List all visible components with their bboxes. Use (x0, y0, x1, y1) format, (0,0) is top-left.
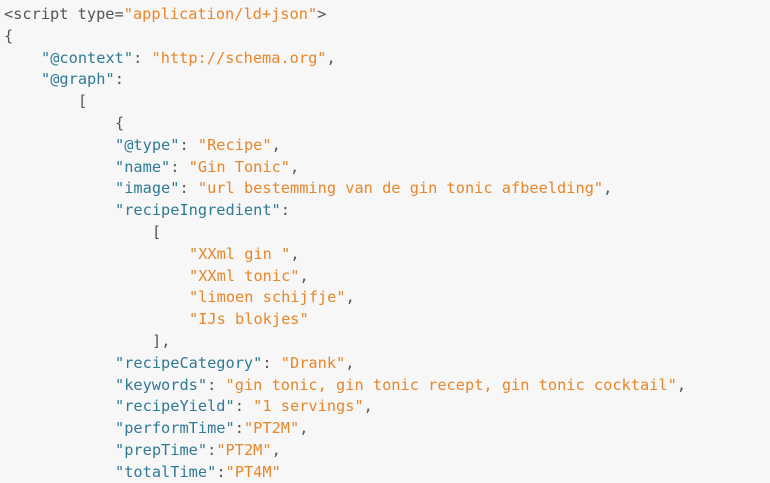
code-punctuation: , (299, 419, 309, 438)
json-string: "http://schema.org" (151, 48, 327, 67)
json-key: "@context" (41, 48, 134, 67)
json-string: "Gin Tonic" (188, 157, 290, 176)
code-line: "keywords": "gin tonic, gin tonic recept… (0, 375, 770, 397)
code-line: "prepTime":"PT2M", (0, 440, 770, 462)
code-punctuation: : (280, 201, 290, 220)
code-punctuation: : (216, 462, 226, 481)
code-punctuation: , (603, 179, 613, 198)
code-punctuation: : (234, 397, 254, 416)
code-punctuation: : (207, 375, 226, 394)
code-punctuation: , (271, 440, 281, 459)
code-line: { (0, 113, 770, 135)
json-string: "1 servings" (253, 397, 364, 416)
code-punctuation: : (234, 419, 244, 438)
code-punctuation: : (114, 70, 124, 89)
json-string: "IJs blokjes" (189, 310, 309, 329)
json-key: "totalTime" (115, 462, 217, 481)
json-string: "Drank" (280, 353, 346, 372)
json-string: "PT2M" (243, 419, 300, 438)
code-punctuation: , (326, 48, 336, 67)
code-line: [ (0, 222, 770, 244)
code-punctuation: [ (152, 222, 162, 241)
code-line: "@graph": (0, 69, 770, 91)
json-key: "image" (115, 179, 180, 198)
code-punctuation: : (170, 157, 189, 176)
code-line: "name": "Gin Tonic", (0, 157, 770, 179)
code-punctuation: : (207, 440, 217, 459)
code-punctuation: , (345, 353, 355, 372)
json-key: "@graph" (41, 70, 115, 89)
code-line: "totalTime":"PT4M" (0, 462, 770, 483)
code-punctuation: ], (152, 331, 171, 350)
code-line: "limoen schijfje", (0, 287, 770, 309)
json-string: "url bestemming van de gin tonic afbeeld… (197, 179, 604, 198)
code-line: [ (0, 91, 770, 113)
code-punctuation: [ (78, 92, 88, 111)
json-string: "XXml tonic" (189, 266, 300, 285)
json-key: "name" (115, 157, 171, 176)
code-punctuation: <script type= (4, 5, 124, 23)
code-punctuation: : (133, 48, 152, 67)
code-punctuation: , (290, 244, 300, 263)
json-key: "recipeCategory" (115, 353, 263, 372)
code-line: "@type": "Recipe", (0, 135, 770, 157)
json-string: "PT2M" (216, 440, 272, 459)
code-line: "recipeCategory": "Drank", (0, 353, 770, 375)
json-string: "gin tonic, gin tonic recept, gin tonic … (225, 375, 677, 394)
json-string: "PT4M" (225, 462, 281, 481)
json-string: "XXml gin " (189, 244, 291, 263)
json-key: "recipeIngredient" (115, 201, 281, 220)
code-punctuation: : (179, 179, 198, 198)
code-punctuation: , (676, 375, 687, 394)
json-string: "Recipe" (197, 135, 272, 154)
json-string: "limoen schijfje" (189, 288, 346, 307)
code-line: ], (0, 331, 770, 353)
code-line: "recipeYield": "1 servings", (0, 396, 770, 418)
code-line: "recipeIngredient": (0, 200, 770, 222)
code-punctuation: { (115, 113, 125, 132)
json-key: "performTime" (115, 419, 235, 438)
json-key: "@type" (115, 135, 180, 154)
json-key: "prepTime" (115, 440, 208, 459)
code-punctuation: , (363, 397, 373, 416)
code-punctuation: , (345, 288, 355, 307)
code-line: "performTime":"PT2M", (0, 418, 770, 440)
code-line: <script type="application/ld+json"> (0, 4, 770, 26)
code-line: "XXml gin ", (0, 244, 770, 266)
json-key: "recipeYield" (115, 397, 235, 416)
code-line: "IJs blokjes" (0, 309, 770, 331)
code-punctuation: , (299, 266, 309, 285)
code-line: "XXml tonic", (0, 266, 770, 288)
json-string: "application/ld+json" (123, 5, 318, 23)
code-punctuation: : (262, 353, 281, 372)
json-key: "keywords" (115, 375, 208, 394)
code-punctuation: , (290, 157, 300, 176)
code-line: { (0, 26, 770, 48)
code-punctuation: { (4, 26, 14, 45)
code-line: "@context": "http://schema.org", (0, 48, 770, 70)
code-punctuation: > (317, 5, 327, 23)
code-punctuation: : (179, 135, 198, 154)
code-line: "image": "url bestemming van de gin toni… (0, 178, 770, 200)
code-punctuation: , (271, 135, 281, 154)
